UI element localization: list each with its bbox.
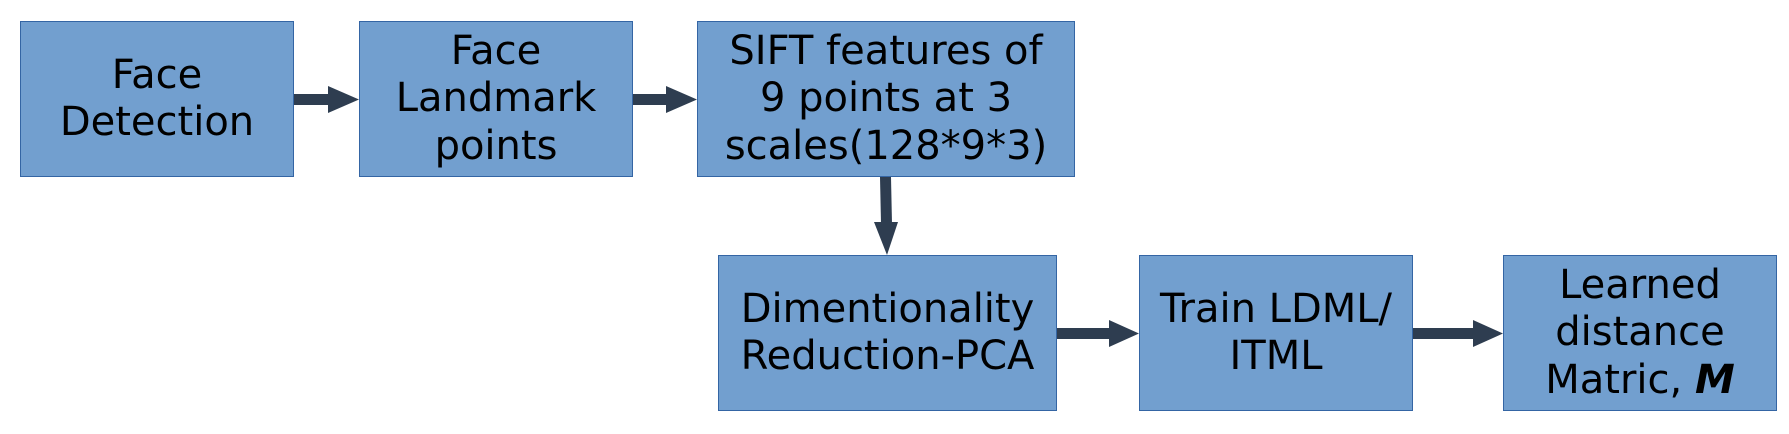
box-label-line-with-symbol: Matric, M bbox=[1545, 357, 1735, 404]
face-landmark-box: Face Landmark points bbox=[359, 21, 633, 177]
box-label-line: ITML bbox=[1229, 333, 1323, 379]
arrow-sift-to-reduction bbox=[874, 177, 898, 255]
learned-distance-box: Learned distance Matric, M bbox=[1503, 255, 1777, 411]
box-label-line: 9 points at 3 bbox=[759, 75, 1013, 122]
box-label-line: Learned bbox=[1559, 262, 1721, 309]
sift-features-box: SIFT features of 9 points at 3 scales(12… bbox=[697, 21, 1075, 177]
box-label-line: Face bbox=[111, 51, 203, 98]
dim-reduction-box: Dimentionality Reduction-PCA bbox=[718, 255, 1057, 411]
train-ldml-box: Train LDML/ ITML bbox=[1139, 255, 1413, 411]
matrix-symbol: M bbox=[1694, 356, 1735, 403]
arrow-reduction-to-train bbox=[1057, 320, 1139, 347]
box-label-line: SIFT features of bbox=[729, 28, 1043, 75]
box-label-line: Landmark bbox=[395, 75, 597, 122]
face-detection-box: Face Detection bbox=[20, 21, 294, 177]
box-label-line: Detection bbox=[59, 99, 255, 145]
box-label-line: points bbox=[434, 122, 558, 169]
box-label-line: scales(128*9*3) bbox=[724, 122, 1048, 169]
box-label-line: Train LDML/ bbox=[1159, 285, 1393, 332]
arrow-landmark-to-sift bbox=[633, 86, 697, 113]
box-label-text: Matric, bbox=[1545, 356, 1695, 403]
box-label-line: distance bbox=[1555, 309, 1725, 356]
box-label-line: Face bbox=[450, 28, 542, 75]
box-label-line: Dimentionality bbox=[740, 285, 1035, 332]
arrow-train-to-learned bbox=[1413, 320, 1503, 347]
arrow-detection-to-landmark bbox=[294, 86, 359, 113]
box-label-line: Reduction-PCA bbox=[740, 333, 1035, 379]
